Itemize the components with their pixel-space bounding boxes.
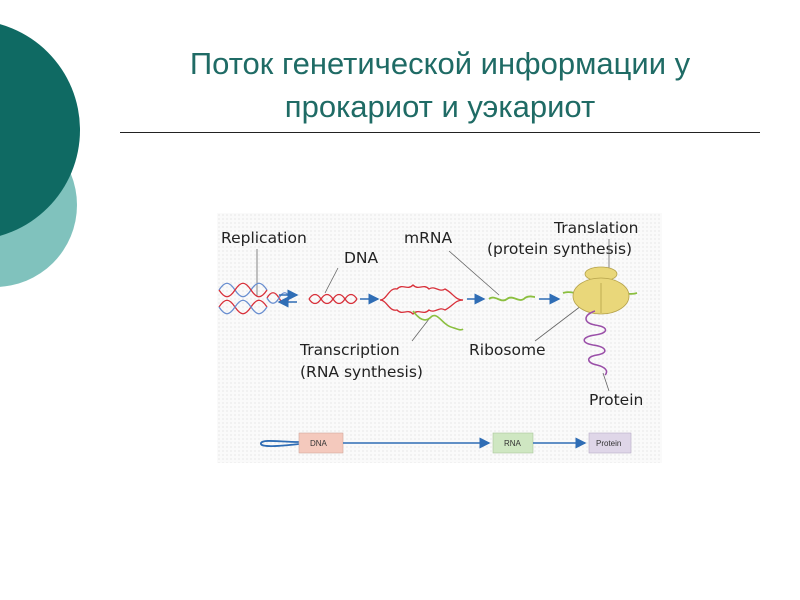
transcription-bubble-icon (379, 284, 464, 331)
label-mrna: mRNA (404, 229, 452, 247)
slide-title: Поток генетической информации у прокарио… (120, 42, 760, 128)
flow-box-protein (588, 432, 632, 454)
genetic-flow-figure: Replication DNA mRNA Translation (protei… (217, 213, 662, 463)
leader-mrna (448, 250, 500, 296)
title-divider (120, 132, 760, 133)
label-transcription: Transcription (299, 341, 400, 359)
leader-protein (602, 372, 610, 392)
label-dna: DNA (344, 249, 379, 267)
mrna-strand-icon (488, 295, 536, 302)
leader-lines (256, 239, 610, 392)
genetic-flow-diagram: Replication DNA mRNA Translation (protei… (218, 219, 643, 454)
label-protein: Protein (589, 391, 643, 409)
leader-transcription (411, 318, 430, 342)
label-translation: Translation (553, 219, 638, 237)
dna-helix-icon (308, 293, 358, 305)
reversible-arrow-icon (277, 289, 299, 308)
dark-teal-circle (0, 24, 80, 236)
leader-ribosome (534, 305, 582, 342)
decorative-circles (0, 24, 80, 287)
leader-dna (324, 267, 339, 294)
ribosome-icon (562, 266, 638, 315)
flow-box-protein-label: Protein (596, 439, 621, 448)
slide-title-line-2: прокариот и уэкариот (284, 89, 596, 124)
flow-box-rna-label: RNA (504, 439, 522, 448)
protein-chain-icon (583, 310, 608, 376)
replication-fork-icon (218, 282, 290, 315)
label-replication: Replication (221, 229, 307, 247)
flow-chain: DNA RNA Protein (260, 432, 632, 454)
label-ribosome: Ribosome (469, 341, 546, 359)
label-transcription-subtitle: (RNA synthesis) (300, 363, 423, 381)
replication-loop-arrow-icon (260, 440, 300, 448)
flow-box-dna-label: DNA (310, 439, 328, 448)
slide-title-line-1: Поток генетической информации у (189, 46, 691, 81)
label-translation-subtitle: (protein synthesis) (487, 240, 632, 258)
